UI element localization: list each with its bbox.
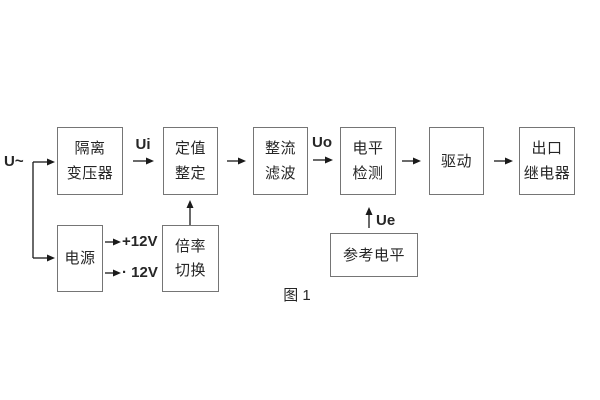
- block-label: 整流: [264, 140, 296, 158]
- arrow-ue-up: [365, 207, 373, 228]
- input-branch-line: [32, 158, 55, 262]
- block-label: 电平: [352, 140, 384, 158]
- arrow-ui: [133, 157, 154, 165]
- label-minus12v: · 12V: [122, 264, 158, 281]
- block-label: 检测: [352, 164, 384, 182]
- block-label: 隔离: [74, 140, 106, 158]
- label-u-input: U~: [4, 153, 24, 170]
- block-setpoint-setting: 定值 整定: [163, 127, 218, 195]
- block-label: 驱动: [440, 152, 472, 170]
- block-label: 电源: [64, 250, 96, 267]
- block-label: 继电器: [523, 164, 571, 182]
- block-label: 出口: [531, 140, 563, 158]
- arrow-setpoint-to-rectifier: [227, 157, 246, 165]
- block-output-relay: 出口 继电器: [519, 127, 575, 195]
- arrow-uo: [313, 156, 333, 164]
- block-isolation-transformer: 隔离 变压器: [57, 127, 123, 195]
- arrow-ratio-up: [186, 200, 194, 225]
- arrow-driver-to-relay: [494, 157, 513, 165]
- arrow-minus12v: [105, 269, 121, 277]
- block-reference-level: 参考电平: [330, 233, 418, 277]
- block-label: 倍率: [174, 238, 206, 255]
- block-rectifier-filter: 整流 滤波: [253, 127, 308, 195]
- label-uo: Uo: [312, 134, 332, 151]
- block-label: 滤波: [264, 164, 296, 182]
- block-label: 变压器: [66, 164, 114, 182]
- block-ratio-switch: 倍率 切换: [162, 225, 219, 292]
- figure-caption: 图 1: [283, 287, 311, 304]
- block-power-supply: 电源: [57, 225, 103, 292]
- block-label: 切换: [174, 262, 206, 279]
- arrow-detection-to-driver: [402, 157, 421, 165]
- label-ue: Ue: [376, 212, 396, 229]
- arrow-plus12v: [105, 238, 121, 246]
- block-label: 整定: [174, 164, 206, 182]
- block-level-detection: 电平 检测: [340, 127, 396, 195]
- block-label: 参考电平: [342, 246, 405, 264]
- label-ui: Ui: [135, 136, 151, 153]
- block-label: 定值: [174, 140, 206, 158]
- block-driver: 驱动: [429, 127, 484, 195]
- label-plus12v: +12V: [122, 233, 158, 250]
